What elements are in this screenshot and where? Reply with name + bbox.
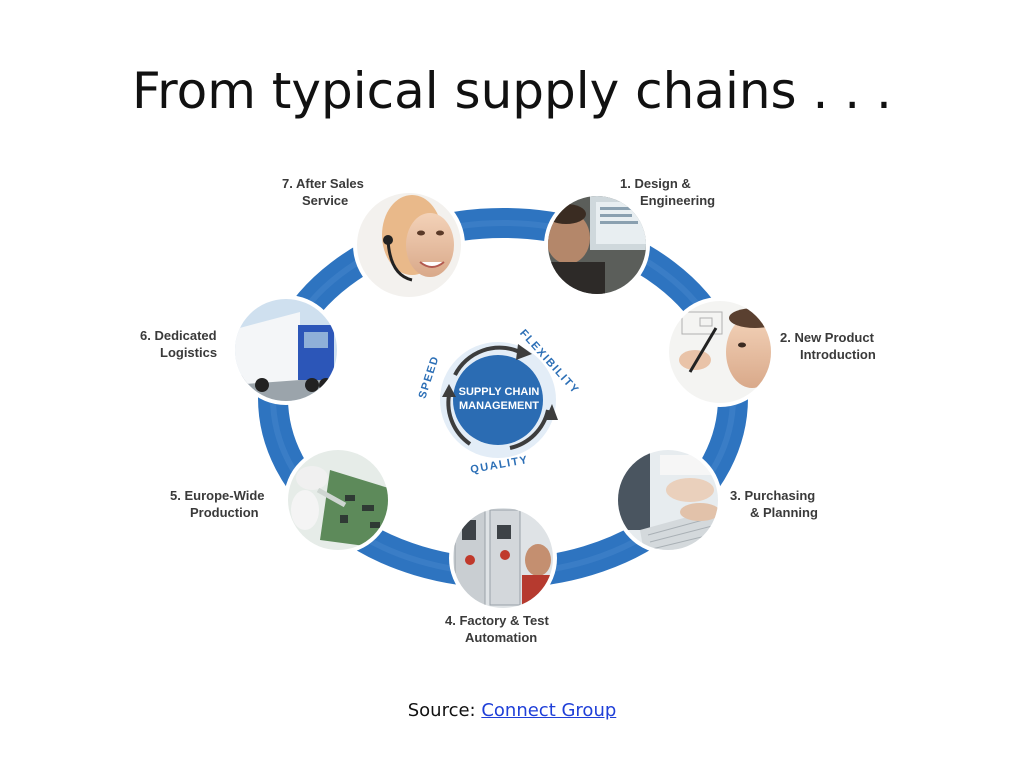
- engineer-at-computer-photo: [544, 192, 650, 298]
- truck-photo: [231, 295, 341, 405]
- svg-text:6. Dedicated: 6. Dedicated: [140, 328, 217, 343]
- center-label-line1: SUPPLY CHAIN: [459, 386, 540, 398]
- step-label-7: 7. After Sales Service: [282, 176, 364, 208]
- svg-text:Service: Service: [302, 193, 348, 208]
- svg-text:Logistics: Logistics: [160, 345, 217, 360]
- svg-text:7. After Sales: 7. After Sales: [282, 176, 364, 191]
- arc-word-speed: SPEED: [417, 354, 442, 400]
- center-label-line2: MANAGEMENT: [459, 400, 539, 412]
- step-label-4: 4. Factory & Test Automation: [445, 613, 549, 645]
- source-prefix: Source:: [407, 700, 482, 721]
- svg-text:Automation: Automation: [465, 630, 537, 645]
- man-with-pen-photo: [665, 297, 775, 407]
- svg-text:Introduction: Introduction: [800, 347, 876, 362]
- circuit-board-photo: [284, 446, 392, 554]
- svg-text:1. Design &: 1. Design &: [620, 176, 691, 191]
- center-hub: SUPPLY CHAIN MANAGEMENT: [440, 342, 558, 458]
- svg-text:Engineering: Engineering: [640, 193, 715, 208]
- svg-text:Production: Production: [190, 505, 259, 520]
- svg-text:5. Europe-Wide: 5. Europe-Wide: [170, 488, 265, 503]
- svg-text:2. New Product: 2. New Product: [780, 330, 875, 345]
- svg-text:4. Factory & Test: 4. Factory & Test: [445, 613, 549, 628]
- source-line: Source: Connect Group: [0, 700, 1024, 721]
- step-label-6: 6. Dedicated Logistics: [140, 328, 217, 360]
- source-link[interactable]: Connect Group: [481, 700, 617, 721]
- svg-text:& Planning: & Planning: [750, 505, 818, 520]
- step-label-1: 1. Design & Engineering: [620, 176, 715, 208]
- keyboard-typing-photo: [614, 446, 722, 554]
- slide-title: From typical supply chains . . .: [132, 62, 892, 120]
- factory-worker-photo: [449, 504, 557, 612]
- step-label-2: 2. New Product Introduction: [780, 330, 876, 362]
- headset-agent-photo: [353, 189, 465, 301]
- svg-text:3. Purchasing: 3. Purchasing: [730, 488, 815, 503]
- step-label-3: 3. Purchasing & Planning: [730, 488, 818, 520]
- step-label-5: 5. Europe-Wide Production: [170, 488, 265, 520]
